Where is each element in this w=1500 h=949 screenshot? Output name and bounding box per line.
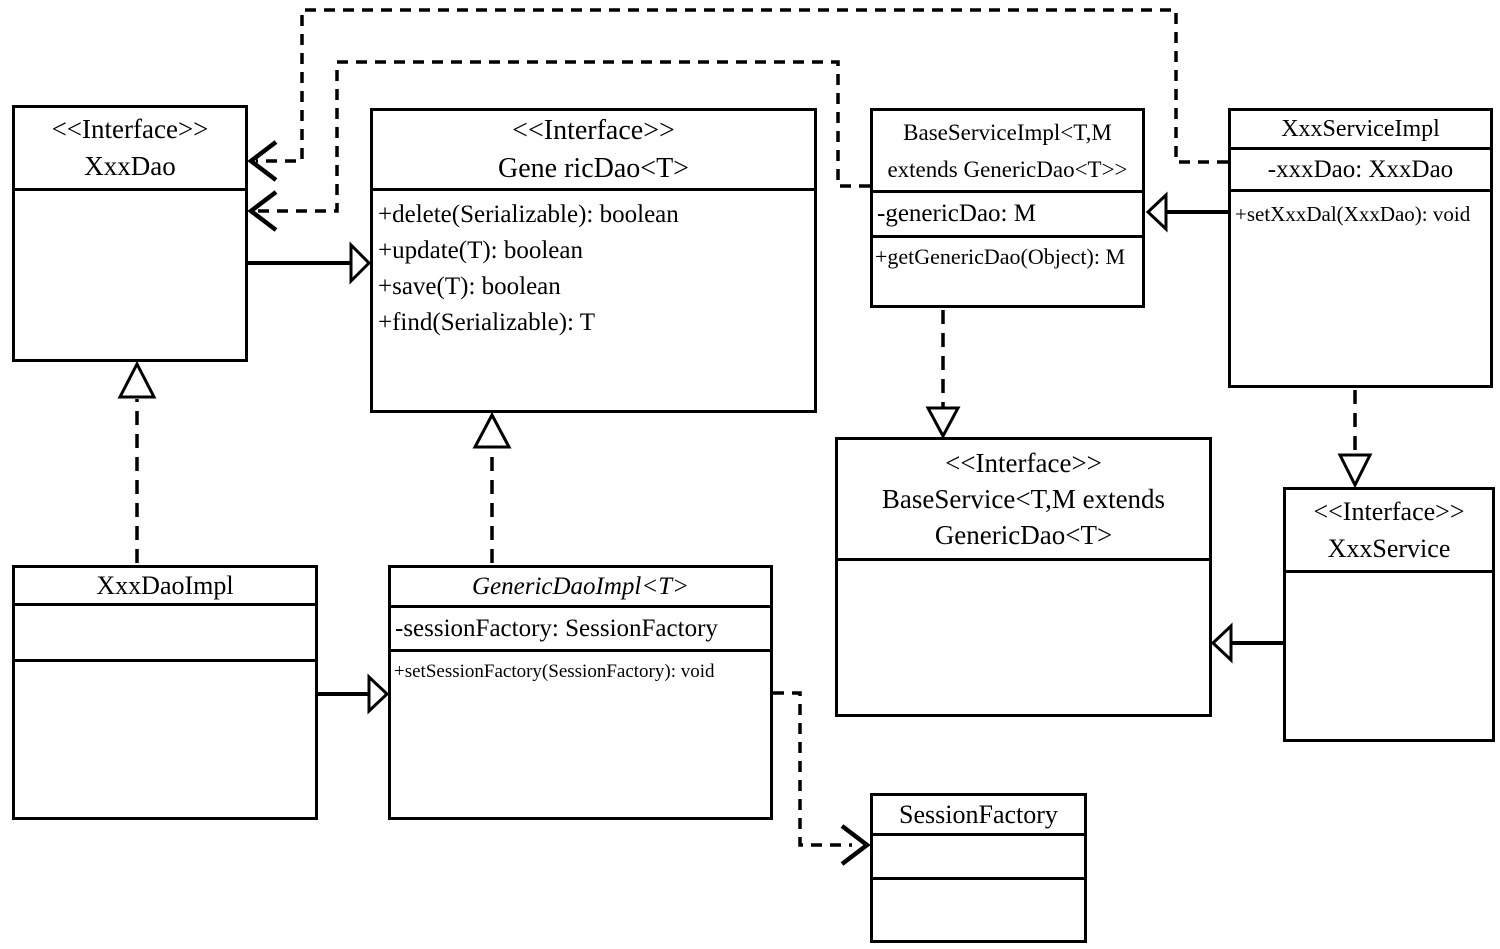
method-item: +setSessionFactory(SessionFactory): void [394, 661, 715, 682]
class-body-empty [15, 188, 245, 359]
class-stereotype: <<Interface>> [945, 448, 1102, 478]
class-genericdaoimpl: GenericDaoImpl<T> -sessionFactory: Sessi… [388, 565, 773, 820]
class-stereotype: <<Interface>> [512, 114, 675, 146]
dependency-arrowhead-icon [251, 192, 276, 230]
class-stereotype: <<Interface>> [1313, 497, 1465, 526]
generalization-triangle-icon [351, 245, 369, 281]
class-baseserviceimpl: BaseServiceImpl<T,M extends GenericDao<T… [870, 108, 1145, 308]
realization-triangle-icon [120, 364, 154, 397]
method-item: +find(Serializable): T [378, 309, 596, 336]
generalization-triangle-icon [1148, 195, 1166, 229]
class-name: XxxDaoImpl [96, 571, 234, 600]
generalization-triangle-icon [1213, 626, 1231, 660]
method-item: +update(T): boolean [378, 237, 583, 264]
method-item: +save(T): boolean [378, 273, 561, 300]
class-xxxdao: <<Interface>> XxxDao [12, 105, 248, 362]
class-name-line2: GenericDao<T> [934, 520, 1113, 550]
class-attributes-empty [15, 603, 315, 659]
realization-triangle-icon [475, 415, 509, 447]
class-name: XxxServiceImpl [1281, 116, 1440, 142]
class-name: XxxService [1327, 534, 1451, 563]
class-body-empty [15, 659, 315, 817]
attribute-item: -xxxDao: XxxDao [1267, 155, 1454, 183]
dependency-arrowhead-icon [842, 826, 867, 864]
class-genericdao: <<Interface>> Gene ricDao<T> +delete(Ser… [370, 108, 817, 413]
class-name-line1: BaseServiceImpl<T,M [903, 119, 1112, 145]
realization-triangle-icon [1340, 455, 1370, 485]
class-sessionfactory: SessionFactory [870, 793, 1087, 943]
attribute-item: -genericDao: M [877, 200, 1036, 227]
class-name-line2: extends GenericDao<T>> [887, 156, 1128, 182]
class-name: XxxDao [84, 151, 176, 181]
method-item: +getGenericDao(Object): M [875, 244, 1126, 269]
class-name-line1: BaseService<T,M extends [881, 484, 1166, 514]
class-body-empty [838, 558, 1209, 714]
class-xxxdaoimpl: XxxDaoImpl [12, 565, 318, 820]
class-body-empty [1286, 570, 1492, 739]
class-name: SessionFactory [899, 800, 1058, 829]
class-name: GenericDaoImpl<T> [471, 573, 690, 600]
method-item: +delete(Serializable): boolean [378, 201, 679, 228]
realization-triangle-icon [928, 408, 958, 436]
class-baseservice: <<Interface>> BaseService<T,M extends Ge… [835, 437, 1212, 717]
class-xxxservice: <<Interface>> XxxService [1283, 487, 1495, 742]
class-attributes-empty [873, 833, 1084, 877]
class-stereotype: <<Interface>> [51, 114, 209, 144]
class-body-empty [873, 877, 1084, 940]
dependency-arrowhead-icon [251, 142, 276, 180]
class-xxxserviceimpl: XxxServiceImpl -xxxDao: XxxDao +setXxxDa… [1228, 108, 1493, 388]
class-name: Gene ricDao<T> [498, 152, 689, 184]
attribute-item: -sessionFactory: SessionFactory [395, 614, 718, 642]
method-item: +setXxxDal(XxxDao): void [1235, 202, 1471, 226]
generalization-triangle-icon [369, 677, 387, 711]
